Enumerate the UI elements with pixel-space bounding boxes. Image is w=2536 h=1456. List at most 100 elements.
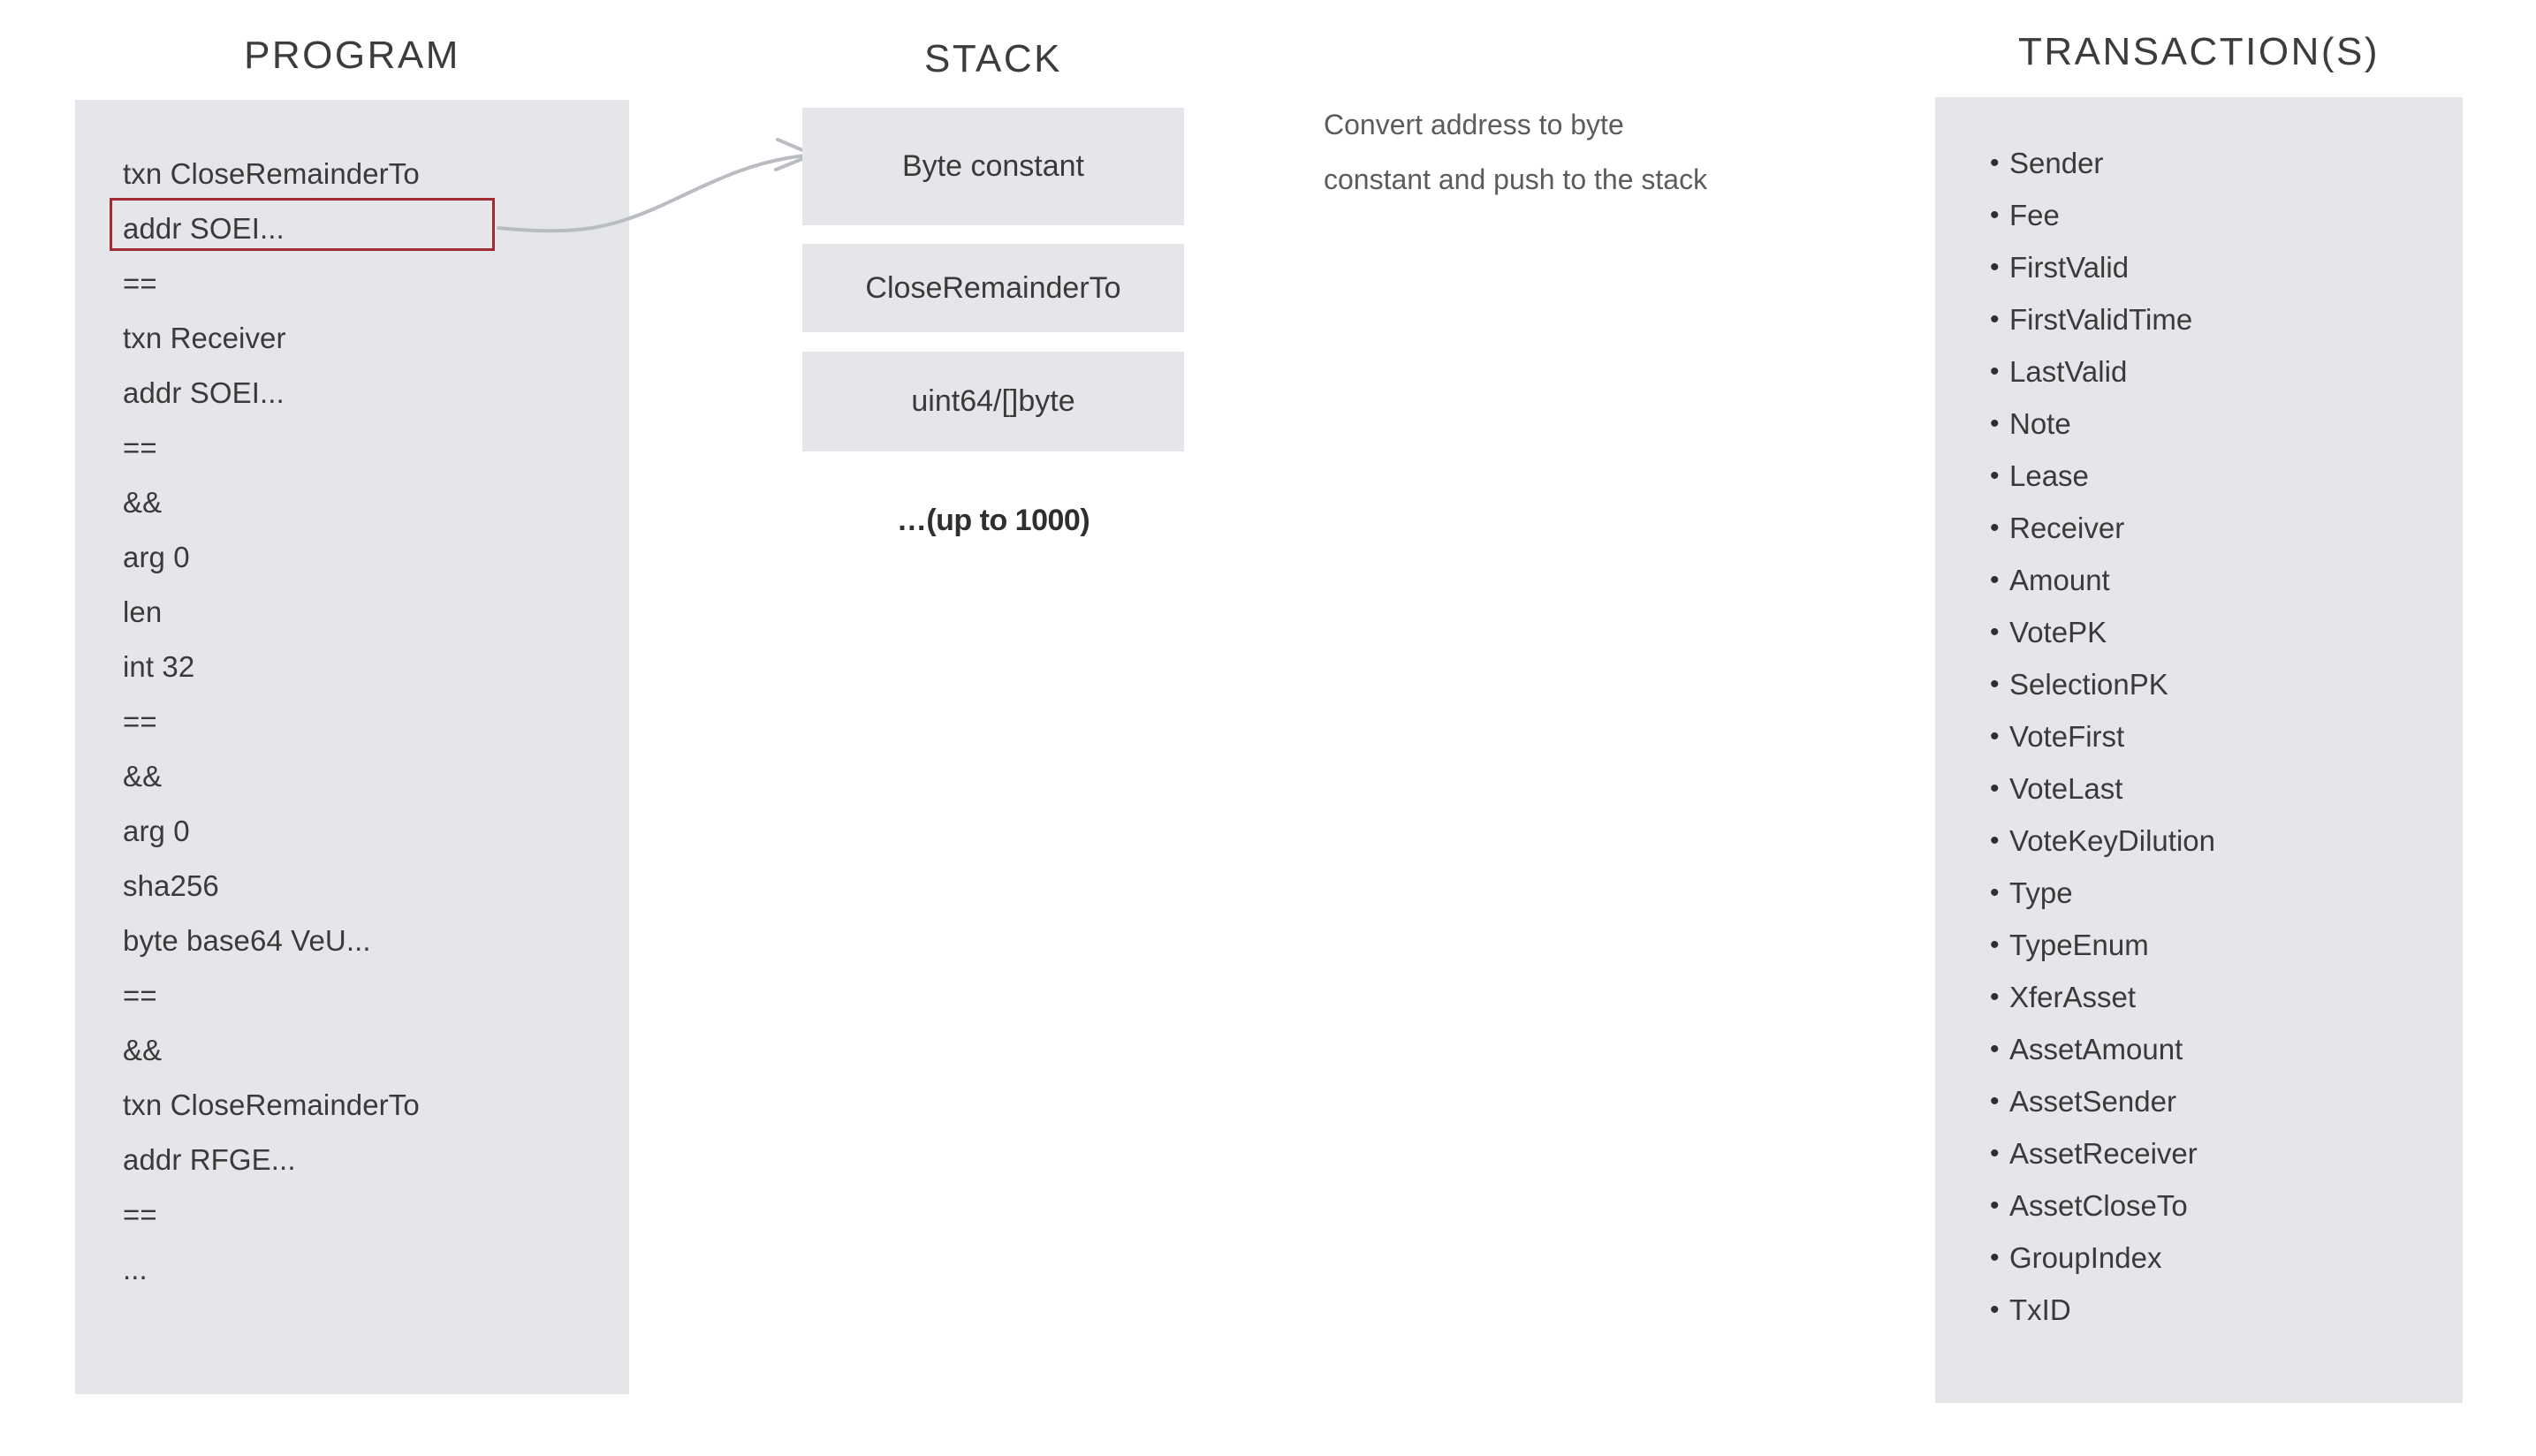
program-line: sha256: [123, 869, 219, 902]
transaction-field-item: • VoteKeyDilution: [1990, 815, 2449, 867]
annotation-line-2: constant and push to the stack: [1324, 163, 1708, 195]
transaction-field-label: Type: [2009, 876, 2073, 909]
program-line: arg 0: [123, 815, 190, 847]
program-line: byte base64 VeU...: [123, 924, 371, 957]
transaction-field-label: TxID: [2009, 1293, 2071, 1326]
bullet-icon: •: [1990, 513, 2000, 542]
transaction-field-label: Amount: [2009, 564, 2110, 596]
annotation-text: Convert address to byte constant and pus…: [1324, 97, 1872, 207]
program-line: ==: [123, 267, 157, 300]
transaction-field-item: • AssetAmount: [1990, 1023, 2449, 1075]
stack-item-label: Byte constant: [901, 149, 1084, 183]
transaction-field-item: • AssetCloseTo: [1990, 1179, 2449, 1232]
transaction-field-item: •VoteFirst: [1990, 710, 2449, 762]
transaction-field-label: FirstValid: [2009, 251, 2130, 284]
program-line: len: [123, 595, 163, 628]
transaction-field-label: AssetAmount: [2009, 1033, 2183, 1065]
bullet-icon: •: [1990, 826, 2000, 855]
program-line: addr RFGE...: [123, 1143, 296, 1176]
transaction-field-item: • FirstValid: [1990, 241, 2449, 293]
transaction-field-label: VoteKeyDilution: [2009, 824, 2215, 857]
program-line: &&: [123, 486, 163, 519]
transaction-field-item: • Lease: [1990, 450, 2449, 502]
bullet-icon: •: [1990, 1191, 2000, 1220]
bullet-icon: •: [1990, 148, 2000, 178]
transaction-field-item: • Note: [1990, 398, 2449, 450]
transaction-field-item: • Fee: [1990, 189, 2449, 241]
transaction-field-item: •Amount: [1990, 554, 2449, 606]
transaction-field-item: • Receiver: [1990, 502, 2449, 554]
transaction-field-item: •Sender: [1990, 137, 2449, 189]
bullet-icon: •: [1990, 409, 2000, 438]
stack-capacity-note: …(up to 1000): [896, 504, 1090, 537]
transaction-field-item: • XferAsset: [1990, 971, 2449, 1023]
bullet-icon: •: [1990, 982, 2000, 1012]
stack-item-byte-constant: Byte constant: [802, 108, 1184, 225]
program-line: arg 0: [123, 541, 190, 573]
stack-item-uint64-bytes: uint64/[]byte: [802, 352, 1184, 451]
program-line: &&: [123, 1034, 163, 1066]
transaction-field-label: AssetReceiver: [2009, 1137, 2198, 1170]
transaction-field-label: Note: [2009, 407, 2071, 440]
program-instruction-list: txn CloseRemainderTo addr SOEI... == txn Re…: [123, 147, 618, 1297]
transaction-field-label: AssetSender: [2009, 1085, 2176, 1118]
transaction-field-label: SelectionPK: [2009, 668, 2168, 701]
bullet-icon: •: [1990, 305, 2000, 334]
transaction-field-item: • VotePK: [1990, 606, 2449, 658]
transaction-field-label: GroupIndex: [2009, 1241, 2162, 1274]
stack-column-heading: STACK: [924, 37, 1062, 80]
program-line: ==: [123, 431, 157, 464]
bullet-icon: •: [1990, 1243, 2000, 1272]
bullet-icon: •: [1990, 253, 2000, 282]
transactions-column-heading: TRANSACTION(S): [2018, 30, 2380, 73]
transaction-field-item: • AssetReceiver: [1990, 1127, 2449, 1179]
transaction-field-label: Fee: [2009, 199, 2060, 231]
bullet-icon: •: [1990, 670, 2000, 699]
program-line: ==: [123, 705, 157, 738]
bullet-icon: •: [1990, 930, 2000, 959]
program-column-heading: PROGRAM: [244, 34, 460, 77]
transaction-field-item: • LastValid: [1990, 345, 2449, 398]
program-line: ==: [123, 979, 157, 1012]
bullet-icon: •: [1990, 1139, 2000, 1168]
bullet-icon: •: [1990, 618, 2000, 647]
program-line: ==: [123, 1198, 157, 1231]
program-line: txn CloseRemainderTo: [123, 157, 420, 190]
transactions-panel: [1935, 97, 2463, 1403]
transaction-field-label: AssetCloseTo: [2009, 1189, 2188, 1222]
transaction-field-item: • GroupIndex: [1990, 1232, 2449, 1284]
transaction-field-label: VotePK: [2009, 616, 2107, 648]
bullet-icon: •: [1990, 461, 2000, 490]
transaction-field-item: • AssetSender: [1990, 1075, 2449, 1127]
transaction-field-item: • TypeEnum: [1990, 919, 2449, 971]
program-line: addr SOEI...: [123, 212, 285, 245]
stack-item-label: uint64/[]byte: [911, 384, 1075, 418]
transaction-field-label: LastValid: [2009, 355, 2128, 388]
annotation-line-1: Convert address to byte: [1324, 109, 1624, 140]
bullet-icon: •: [1990, 357, 2000, 386]
bullet-icon: •: [1990, 722, 2000, 751]
transaction-field-label: Receiver: [2009, 512, 2125, 544]
transaction-field-label: FirstValidTime: [2009, 303, 2193, 336]
bullet-icon: •: [1990, 1295, 2000, 1324]
transaction-fields-list: •Sender•Fee•FirstValid•FirstValidTime•La…: [1990, 137, 2449, 1336]
connector-arrow-icon: [497, 138, 815, 233]
transaction-field-label: VoteLast: [2009, 772, 2123, 805]
transaction-field-label: Lease: [2009, 459, 2089, 492]
transaction-field-label: TypeEnum: [2009, 929, 2149, 961]
transaction-field-label: XferAsset: [2009, 981, 2137, 1013]
stack-item-closeremainderto: CloseRemainderTo: [802, 244, 1184, 332]
transaction-field-item: • FirstValidTime: [1990, 293, 2449, 345]
bullet-icon: •: [1990, 201, 2000, 230]
program-line: int 32: [123, 650, 195, 683]
program-line: txn Receiver: [123, 322, 286, 354]
transaction-field-item: •Type: [1990, 867, 2449, 919]
program-line: txn CloseRemainderTo: [123, 1088, 420, 1121]
bullet-icon: •: [1990, 1035, 2000, 1064]
bullet-icon: •: [1990, 774, 2000, 803]
bullet-icon: •: [1990, 1087, 2000, 1116]
program-line: addr SOEI...: [123, 376, 285, 409]
transaction-field-item: • VoteLast: [1990, 762, 2449, 815]
transaction-field-item: • SelectionPK: [1990, 658, 2449, 710]
program-line: &&: [123, 760, 163, 792]
